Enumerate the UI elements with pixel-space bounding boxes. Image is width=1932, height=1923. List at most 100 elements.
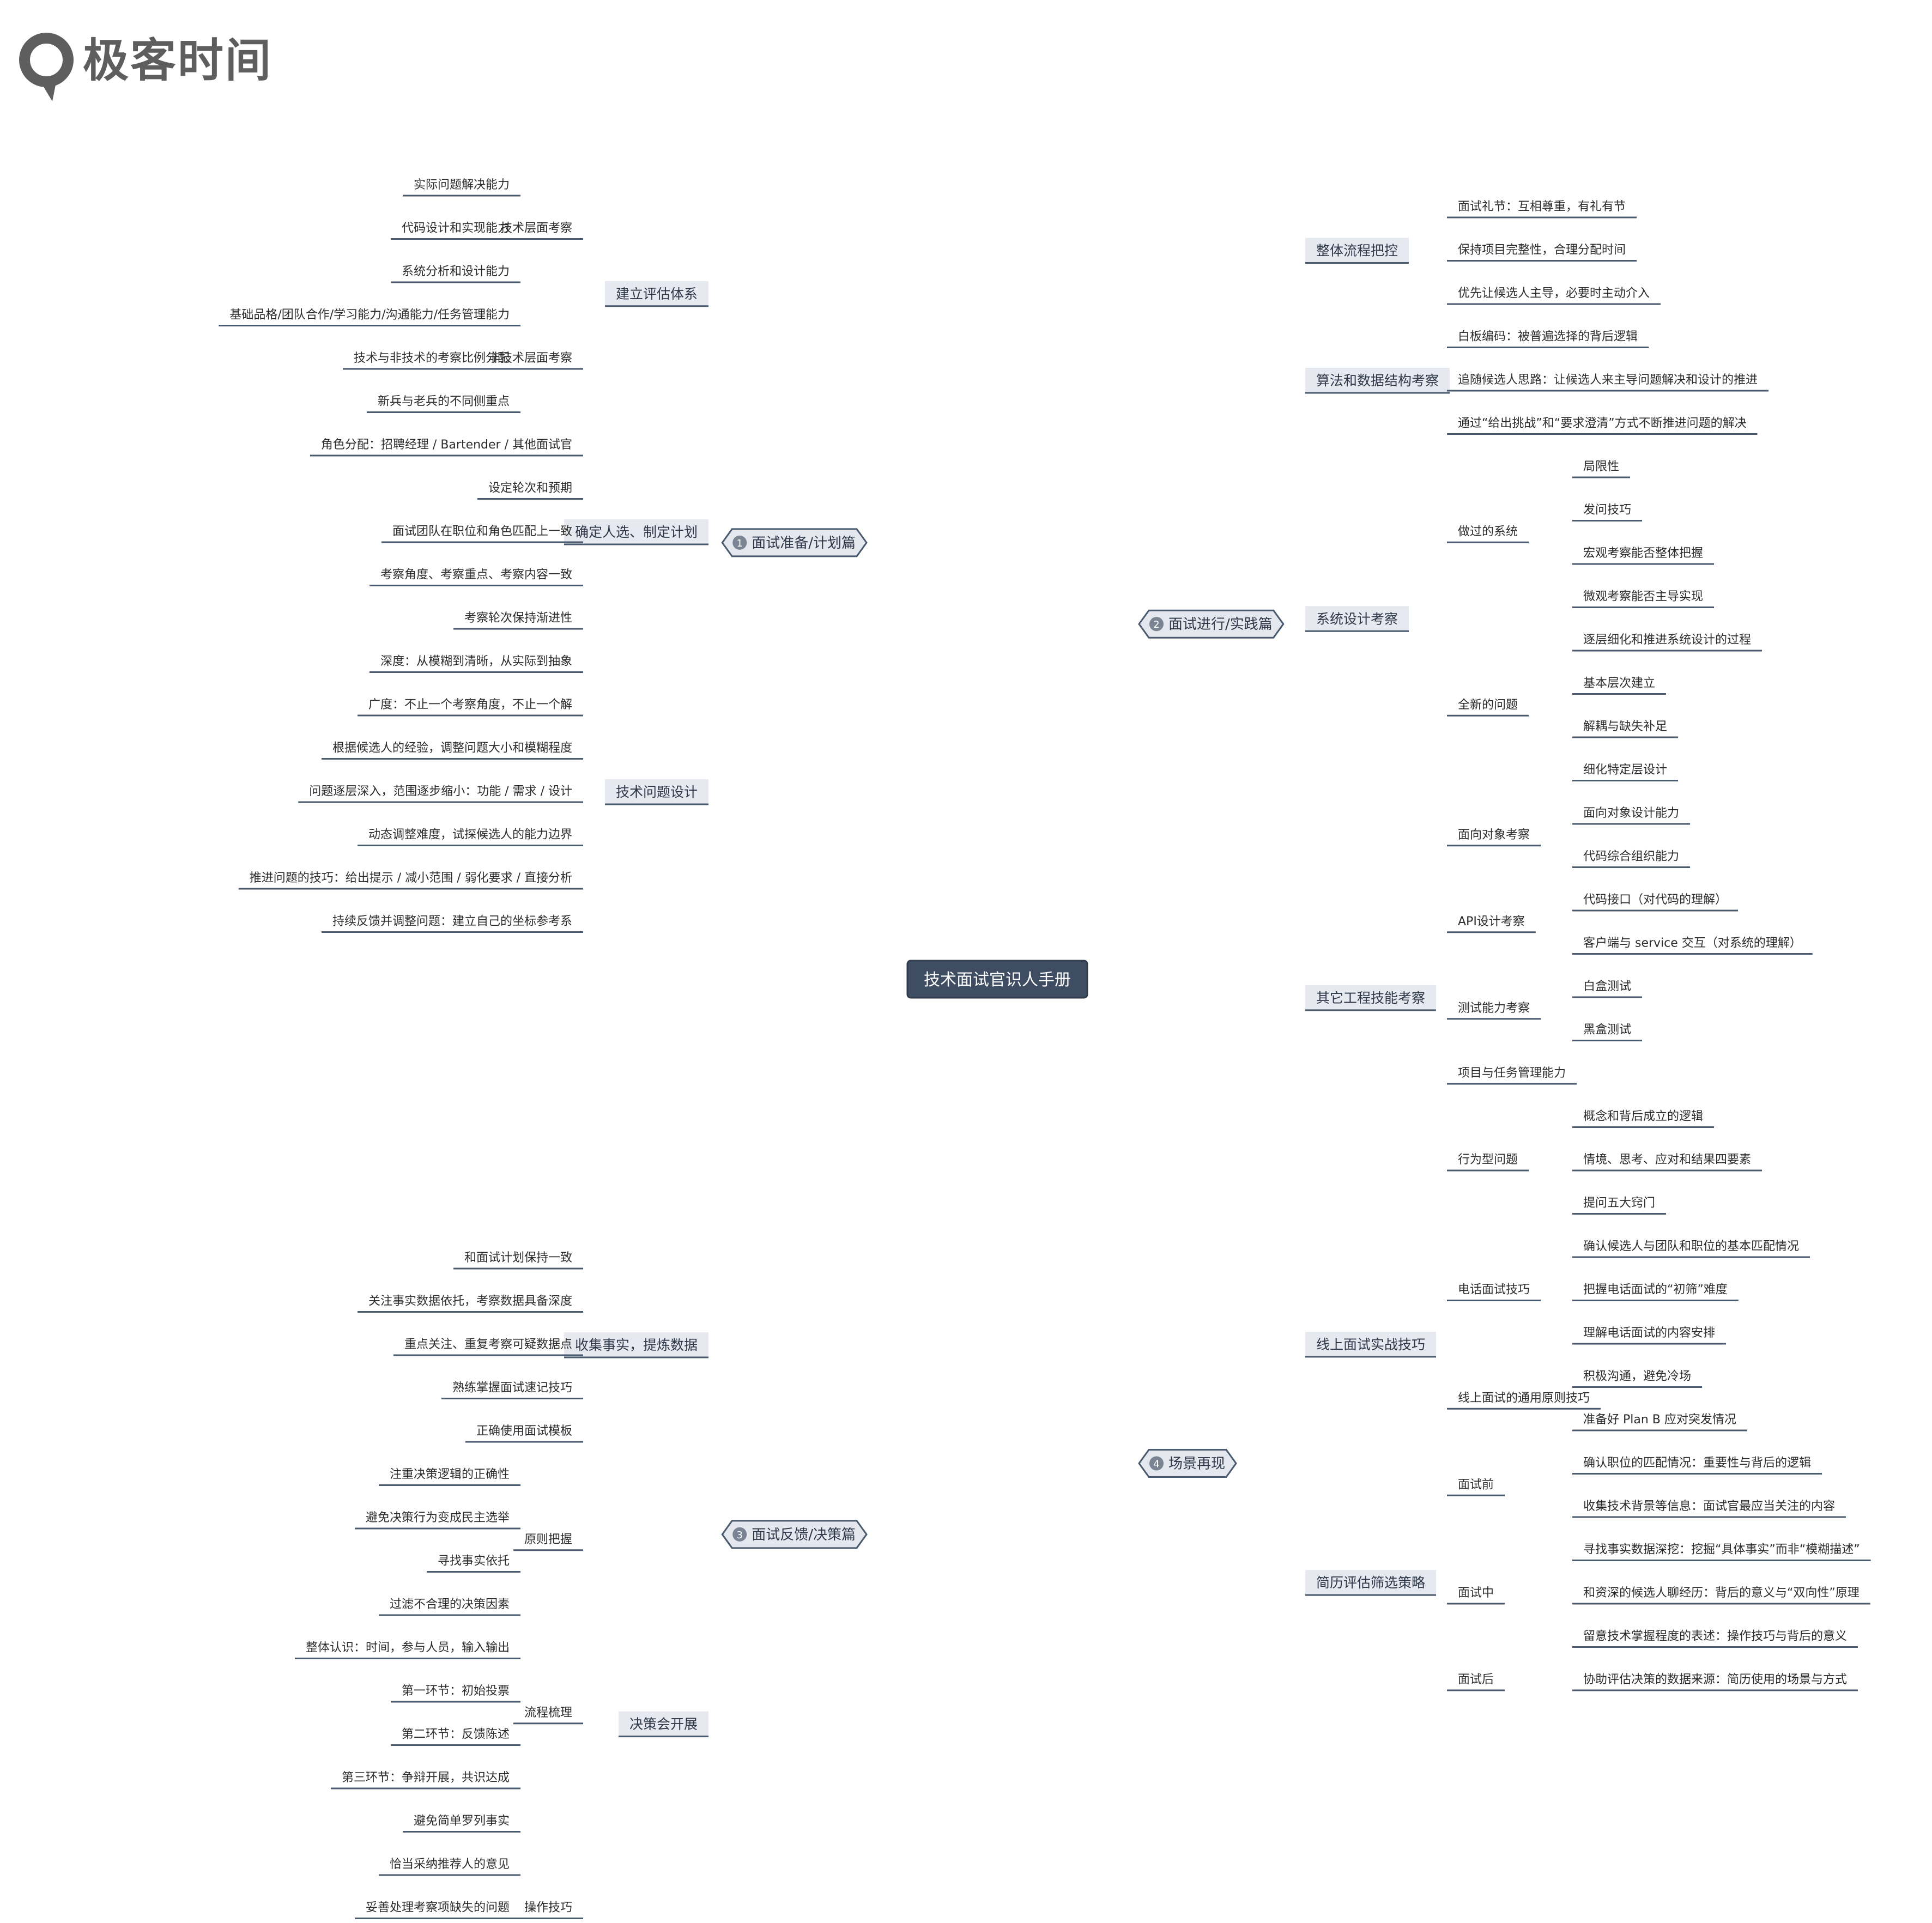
node-leaf[interactable]: 非技术层面考察 bbox=[477, 351, 583, 370]
node-cat[interactable]: 决策会开展 bbox=[618, 1711, 708, 1738]
node-leaf[interactable]: 基本层次建立 bbox=[1572, 677, 1667, 695]
node-leaf[interactable]: 根据候选人的经验，调整问题大小和模糊程度 bbox=[321, 742, 583, 760]
node-leaf[interactable]: 细化特定层设计 bbox=[1572, 763, 1679, 781]
node-leaf[interactable]: 宏观考察能否整体把握 bbox=[1572, 547, 1715, 565]
node-leaf[interactable]: 黑盒测试 bbox=[1572, 1023, 1643, 1041]
node-leaf[interactable]: 代码设计和实现能力 bbox=[390, 222, 520, 240]
node-leaf[interactable]: 广度：不止一个考察角度，不止一个解 bbox=[357, 698, 583, 717]
node-leaf[interactable]: 确认候选人与团队和职位的基本匹配情况 bbox=[1572, 1240, 1810, 1258]
node-leaf[interactable]: 问题逐层深入，范围逐步缩小：功能 / 需求 / 设计 bbox=[298, 785, 583, 803]
node-leaf[interactable]: 发问技巧 bbox=[1572, 504, 1643, 521]
node-leaf[interactable]: 实际问题解决能力 bbox=[402, 178, 520, 197]
node-leaf[interactable]: 白盒测试 bbox=[1572, 980, 1643, 998]
node-leaf[interactable]: 代码综合组织能力 bbox=[1572, 850, 1691, 868]
node-leaf[interactable]: 新兵与老兵的不同侧重点 bbox=[366, 395, 520, 413]
node-leaf[interactable]: 客户端与 service 交互（对系统的理解） bbox=[1572, 937, 1813, 955]
node-leaf[interactable]: 熟练掌握面试速记技巧 bbox=[441, 1381, 583, 1399]
node-leaf[interactable]: 追随候选人思路：让候选人来主导问题解决和设计的推进 bbox=[1447, 373, 1769, 392]
node-leaf[interactable]: 第三环节：争辩开展，共识达成 bbox=[330, 1771, 520, 1789]
node-leaf[interactable]: 技术层面考察 bbox=[489, 222, 583, 240]
node-leaf[interactable]: 行为型问题 bbox=[1447, 1153, 1529, 1172]
node-leaf[interactable]: 全新的问题 bbox=[1447, 698, 1529, 717]
node-leaf[interactable]: 概念和背后成立的逻辑 bbox=[1572, 1110, 1715, 1128]
node-cat[interactable]: 系统设计考察 bbox=[1305, 606, 1409, 632]
node-leaf[interactable]: 面试后 bbox=[1447, 1673, 1505, 1691]
node-leaf[interactable]: 协助评估决策的数据来源：简历使用的场景与方式 bbox=[1572, 1673, 1858, 1691]
node-leaf[interactable]: 面向对象设计能力 bbox=[1572, 806, 1691, 825]
node-cat[interactable]: 确定人选、制定计划 bbox=[564, 519, 708, 545]
node-leaf[interactable]: 过滤不合理的决策因素 bbox=[378, 1598, 520, 1616]
node-leaf[interactable]: 避免简单罗列事实 bbox=[402, 1815, 520, 1833]
node-leaf[interactable]: 确认职位的匹配情况：重要性与背后的逻辑 bbox=[1572, 1457, 1822, 1475]
node-leaf[interactable]: 原则把握 bbox=[513, 1533, 583, 1551]
node-cat[interactable]: 简历评估筛选策略 bbox=[1305, 1570, 1437, 1596]
node-leaf[interactable]: 第一环节：初始投票 bbox=[390, 1684, 520, 1703]
node-leaf[interactable]: 线上面试的通用原则技巧 bbox=[1447, 1391, 1601, 1410]
node-leaf[interactable]: 寻找事实依托 bbox=[426, 1555, 520, 1573]
node-leaf[interactable]: 考察轮次保持渐进性 bbox=[453, 611, 583, 630]
node-cat[interactable]: 算法和数据结构考察 bbox=[1305, 368, 1450, 394]
node-leaf[interactable]: 第二环节：反馈陈述 bbox=[390, 1728, 520, 1746]
node-leaf[interactable]: 收集技术背景等信息：面试官最应当关注的内容 bbox=[1572, 1500, 1846, 1518]
node-leaf[interactable]: 项目与任务管理能力 bbox=[1447, 1066, 1577, 1085]
node-leaf[interactable]: 整体认识：时间，参与人员，输入输出 bbox=[294, 1641, 520, 1659]
node-leaf[interactable]: 电话面试技巧 bbox=[1447, 1283, 1541, 1301]
node-cat[interactable]: 技术问题设计 bbox=[604, 779, 708, 805]
node-leaf[interactable]: 面向对象考察 bbox=[1447, 828, 1541, 847]
node-leaf[interactable]: 基础品格/团队合作/学习能力/沟通能力/任务管理能力 bbox=[219, 308, 520, 326]
node-leaf[interactable]: 考察角度、考察重点、考察内容一致 bbox=[369, 568, 583, 586]
node-leaf[interactable]: 提问五大窍门 bbox=[1572, 1197, 1667, 1215]
root-topic[interactable]: 技术面试官识人手册 bbox=[906, 960, 1088, 999]
node-leaf[interactable]: 留意技术掌握程度的表述：操作技巧与背后的意义 bbox=[1572, 1630, 1858, 1648]
node-leaf[interactable]: 重点关注、重复考察可疑数据点 bbox=[393, 1338, 583, 1356]
node-leaf[interactable]: 动态调整难度，试探候选人的能力边界 bbox=[357, 828, 583, 846]
node-leaf[interactable]: 寻找事实数据深挖：挖掘“具体事实”而非“模糊描述” bbox=[1572, 1543, 1871, 1561]
node-leaf[interactable]: 注重决策逻辑的正确性 bbox=[378, 1468, 520, 1486]
node-leaf[interactable]: 局限性 bbox=[1572, 460, 1631, 478]
node-leaf[interactable]: 技术与非技术的考察比例分配 bbox=[342, 351, 520, 370]
node-leaf[interactable]: 理解电话面试的内容安排 bbox=[1572, 1326, 1727, 1345]
node-leaf[interactable]: 代码接口（对代码的理解） bbox=[1572, 893, 1739, 912]
node-cat[interactable]: 建立评估体系 bbox=[604, 281, 708, 307]
node-leaf[interactable]: 准备好 Plan B 应对突发情况 bbox=[1572, 1413, 1747, 1431]
node-leaf[interactable]: 流程梳理 bbox=[513, 1706, 583, 1725]
node-leaf[interactable]: 情境、思考、应对和结果四要素 bbox=[1572, 1153, 1763, 1172]
node-leaf[interactable]: 深度：从模糊到清晰，从实际到抽象 bbox=[369, 655, 583, 673]
node-leaf[interactable]: 推进问题的技巧：给出提示 / 减小范围 / 弱化要求 / 直接分析 bbox=[238, 871, 583, 890]
node-leaf[interactable]: API设计考察 bbox=[1447, 915, 1536, 933]
node-leaf[interactable]: 优先让候选人主导，必要时主动介入 bbox=[1447, 287, 1661, 305]
node-leaf[interactable]: 系统分析和设计能力 bbox=[390, 265, 520, 283]
node-leaf[interactable]: 测试能力考察 bbox=[1447, 1002, 1541, 1020]
node-leaf[interactable]: 避免决策行为变成民主选举 bbox=[354, 1511, 520, 1530]
node-leaf[interactable]: 逐层细化和推进系统设计的过程 bbox=[1572, 633, 1763, 652]
node-leaf[interactable]: 面试前 bbox=[1447, 1478, 1505, 1496]
node-leaf[interactable]: 把握电话面试的“初筛”难度 bbox=[1572, 1283, 1739, 1301]
node-leaf[interactable]: 和面试计划保持一致 bbox=[453, 1251, 583, 1270]
node-cat[interactable]: 整体流程把控 bbox=[1305, 238, 1409, 264]
node-leaf[interactable]: 设定轮次和预期 bbox=[477, 482, 583, 500]
node-leaf[interactable]: 恰当采纳推荐人的意见 bbox=[378, 1858, 520, 1876]
node-leaf[interactable]: 白板编码：被普遍选择的背后逻辑 bbox=[1447, 330, 1649, 348]
node-leaf[interactable]: 操作技巧 bbox=[513, 1901, 583, 1919]
node-leaf[interactable]: 通过“给出挑战”和“要求澄清”方式不断推进问题的解决 bbox=[1447, 417, 1758, 435]
node-leaf[interactable]: 面试中 bbox=[1447, 1586, 1505, 1605]
node-leaf[interactable]: 微观考察能否主导实现 bbox=[1572, 590, 1715, 608]
node-cat[interactable]: 线上面试实战技巧 bbox=[1305, 1331, 1437, 1358]
node-leaf[interactable]: 角色分配：招聘经理 / Bartender / 其他面试官 bbox=[310, 438, 583, 457]
node-leaf[interactable]: 妥善处理考察项缺失的问题 bbox=[354, 1901, 520, 1919]
node-leaf[interactable]: 解耦与缺失补足 bbox=[1572, 720, 1679, 738]
node-leaf[interactable]: 做过的系统 bbox=[1447, 525, 1529, 543]
node-leaf[interactable]: 面试团队在职位和角色匹配上一致 bbox=[381, 525, 583, 543]
node-leaf[interactable]: 保持项目完整性，合理分配时间 bbox=[1447, 244, 1637, 262]
node-leaf[interactable]: 持续反馈并调整问题：建立自己的坐标参考系 bbox=[321, 915, 583, 933]
node-leaf[interactable]: 正确使用面试模板 bbox=[465, 1424, 583, 1443]
node-leaf[interactable]: 和资深的候选人聊经历：背后的意义与“双向性”原理 bbox=[1572, 1586, 1870, 1605]
node-cat[interactable]: 其它工程技能考察 bbox=[1305, 985, 1437, 1011]
node-leaf[interactable]: 积极沟通，避免冷场 bbox=[1572, 1370, 1703, 1388]
node-leaf[interactable]: 关注事实数据依托，考察数据具备深度 bbox=[357, 1295, 583, 1313]
node-leaf[interactable]: 面试礼节：互相尊重，有礼有节 bbox=[1447, 200, 1637, 219]
